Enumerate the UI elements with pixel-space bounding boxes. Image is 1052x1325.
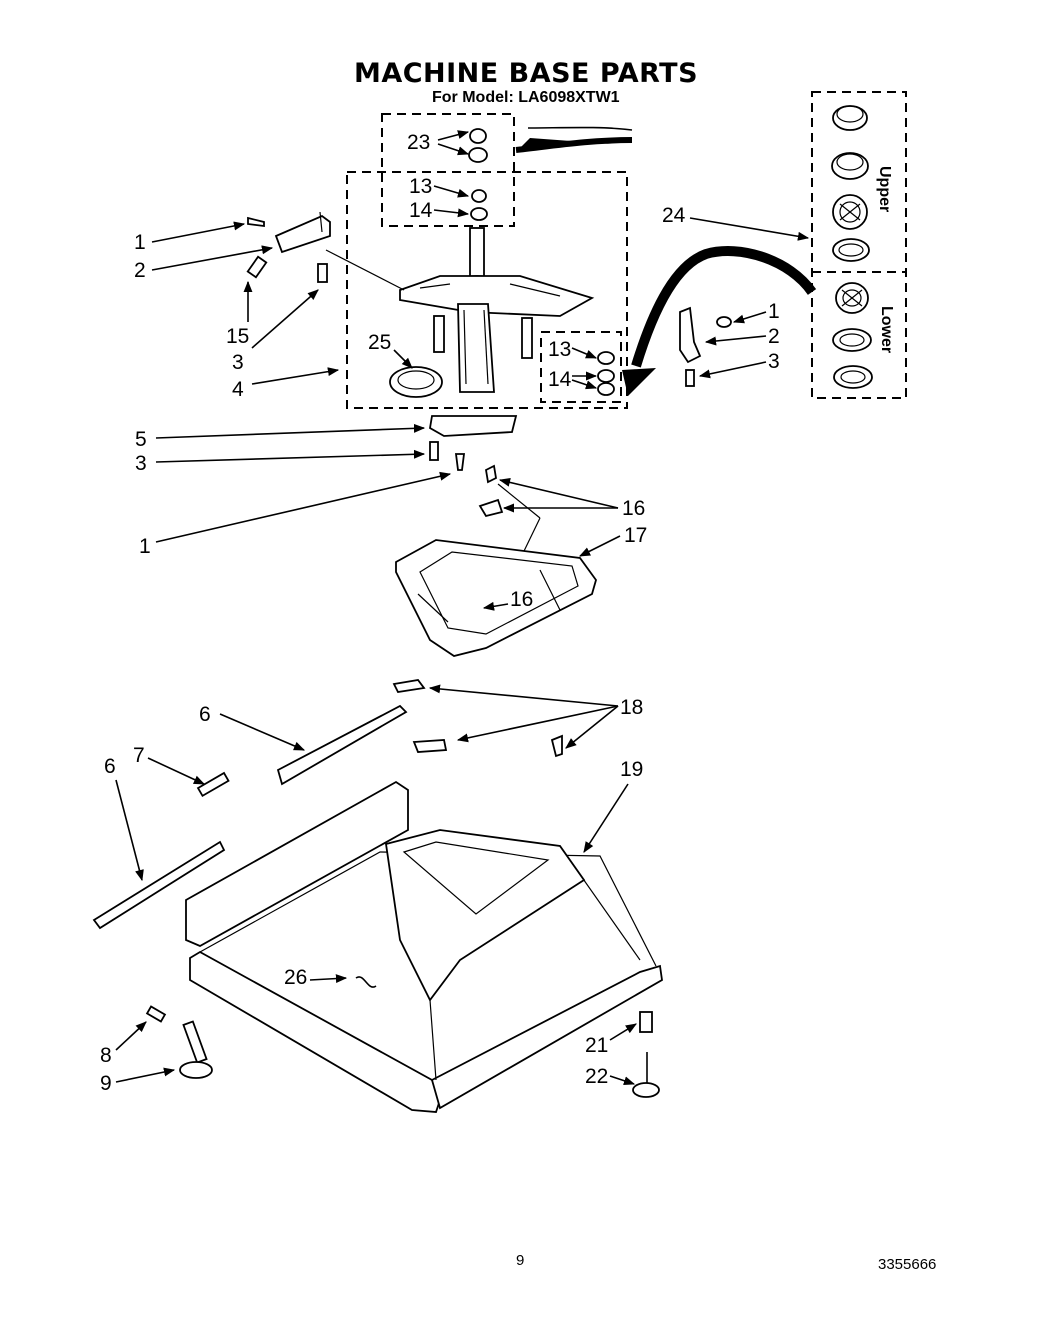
lower-ring-1 (832, 328, 872, 352)
callout-3-right: 3 (768, 350, 780, 373)
callout-7: 7 (133, 744, 145, 767)
callout-23: 23 (407, 131, 430, 154)
callout-2-right: 2 (768, 325, 780, 348)
callout-6-lower: 6 (104, 755, 116, 778)
lower-ring-2 (833, 365, 873, 389)
callout-6: 6 (199, 703, 211, 726)
callout-1-right: 1 (768, 300, 780, 323)
leg-and-feet (145, 976, 660, 1098)
callout-16-lower: 16 (510, 588, 533, 611)
callout-22: 22 (585, 1065, 608, 1088)
callout-3: 3 (232, 351, 244, 374)
upper-bearing (832, 194, 868, 230)
callout-14-lower: 14 (548, 368, 572, 391)
upper-label: Upper (876, 166, 893, 212)
callout-13: 13 (409, 175, 432, 198)
lower-bearing-stack (597, 351, 615, 396)
cabinet-slide-parts (92, 679, 563, 930)
callout-18: 18 (620, 696, 643, 719)
callout-25: 25 (368, 331, 391, 354)
callout-2: 2 (134, 259, 146, 282)
callout-17: 17 (624, 524, 647, 547)
page-title: MACHINE BASE PARTS (353, 58, 699, 89)
callout-15: 15 (226, 325, 249, 348)
bearing-panel (811, 91, 907, 399)
document-code: 3355666 (878, 1256, 937, 1273)
callout-19: 19 (620, 758, 643, 781)
upper-bearing-stack (468, 128, 488, 221)
callout-13-lower: 13 (548, 338, 571, 361)
callout-8: 8 (100, 1044, 112, 1067)
callout-26: 26 (284, 966, 307, 989)
upper-seal-1 (832, 105, 868, 131)
model-subtitle: For Model: LA6098XTW1 (432, 89, 620, 106)
lower-flow-arrow (622, 246, 817, 396)
callout-9: 9 (100, 1072, 112, 1095)
callout-3-mid: 3 (135, 452, 147, 475)
left-bracket (246, 211, 331, 283)
callout-1-mid: 1 (139, 535, 151, 558)
seal-ring (389, 366, 443, 398)
page-number: 9 (516, 1252, 525, 1269)
suspension-frame (395, 539, 597, 657)
upper-flow-arrow (515, 126, 633, 153)
callout-1: 1 (134, 231, 146, 254)
callout-4: 4 (232, 378, 244, 401)
lower-label: Lower (878, 306, 895, 353)
transmission-box (346, 171, 628, 409)
upper-bearing-box (381, 113, 515, 227)
machine-base (185, 780, 663, 1113)
callout-14: 14 (409, 199, 433, 222)
upper-seal-2 (831, 152, 869, 180)
callout-arrows (115, 130, 810, 1086)
upper-ring (832, 238, 870, 262)
right-bracket (679, 306, 732, 387)
tub-support-plate (429, 415, 518, 471)
callout-16: 16 (622, 497, 645, 520)
callout-21: 21 (585, 1034, 608, 1057)
transmission-assembly (399, 227, 595, 393)
lower-bearing (835, 282, 869, 314)
callout-24: 24 (662, 204, 686, 227)
bracket-leader (325, 249, 405, 291)
callout-5: 5 (135, 428, 147, 451)
